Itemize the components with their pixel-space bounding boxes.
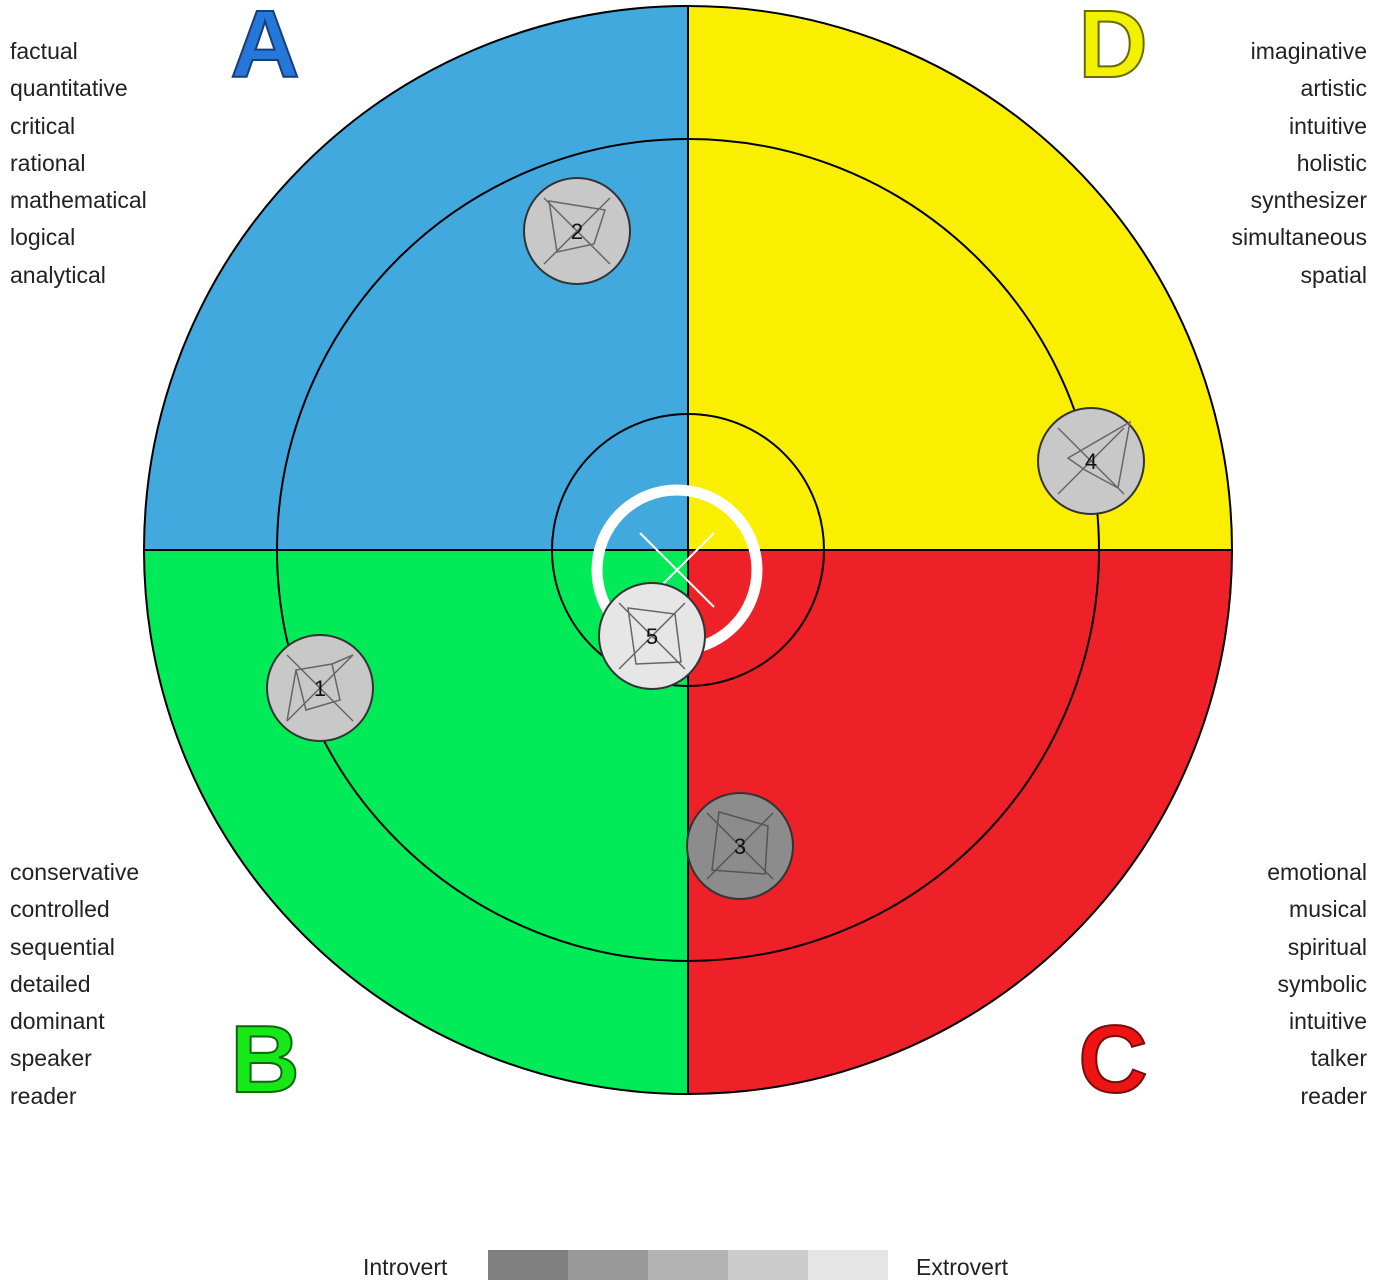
marker-star-shape (286, 654, 354, 722)
quadrant-c-letter: C (1078, 1006, 1147, 1113)
trait-item: reader (10, 1082, 77, 1109)
marker-label: 1 (314, 676, 326, 701)
trait-item: talker (1310, 1045, 1367, 1072)
trait-item: simultaneous (1231, 224, 1367, 251)
trait-item: critical (10, 112, 76, 139)
introvert-extrovert-scale (488, 1250, 888, 1280)
quadrant-d-traits: imaginative artistic intuitive holistic … (1231, 33, 1367, 294)
marker-star-shape (1057, 420, 1132, 495)
trait-item: sequential (10, 933, 115, 960)
scale-swatch-2 (568, 1250, 648, 1280)
marker-label: 2 (571, 219, 583, 244)
trait-item: synthesizer (1250, 187, 1367, 214)
marker-label: 3 (734, 834, 746, 859)
trait-item: intuitive (1289, 1008, 1367, 1035)
marker-3[interactable]: 3 (686, 792, 794, 900)
quadrant-c-traits: emotional musical spiritual symbolic int… (1267, 854, 1367, 1115)
trait-item: quantitative (10, 75, 128, 102)
trait-item: conservative (10, 859, 140, 885)
quadrant-b-traits: conservative controlled sequential detai… (10, 854, 139, 1115)
quadrant-b-letter: B (230, 1006, 299, 1113)
quadrant-d-area (688, 6, 1232, 550)
trait-item: musical (1289, 896, 1367, 923)
trait-item: dominant (10, 1008, 105, 1035)
scale-swatch-4 (728, 1250, 808, 1280)
marker-star-shape (543, 197, 611, 265)
marker-4[interactable]: 4 (1037, 407, 1145, 515)
quadrant-a-area (144, 6, 688, 550)
quadrant-a-traits: factual quantitative critical rational m… (10, 33, 147, 294)
trait-item: spiritual (1287, 933, 1367, 960)
marker-star-shape (618, 602, 686, 670)
quadrant-c-area (688, 550, 1232, 1094)
quadrant-d-letter: D (1078, 0, 1147, 98)
trait-item: detailed (10, 970, 91, 997)
scale-swatch-1 (488, 1250, 568, 1280)
trait-item: reader (1300, 1082, 1367, 1109)
scale-swatch-3 (648, 1250, 728, 1280)
marker-label: 4 (1085, 449, 1097, 474)
trait-item: imaginative (1250, 38, 1367, 64)
marker-5[interactable]: 5 (598, 582, 706, 690)
trait-item: controlled (10, 896, 110, 923)
trait-item: speaker (10, 1045, 92, 1072)
scale-swatch-5 (808, 1250, 888, 1280)
trait-item: emotional (1267, 859, 1367, 885)
trait-item: factual (10, 38, 78, 64)
marker-star-shape (706, 811, 774, 880)
marker-2[interactable]: 2 (523, 177, 631, 285)
trait-item: logical (10, 224, 76, 251)
marker-label: 5 (646, 624, 658, 649)
trait-item: spatial (1300, 261, 1367, 288)
trait-item: analytical (10, 261, 106, 288)
trait-item: symbolic (1277, 970, 1367, 997)
trait-item: artistic (1300, 75, 1367, 102)
legend-introvert-label: Introvert (363, 1254, 448, 1280)
quadrant-a-letter: A (230, 0, 299, 98)
trait-item: intuitive (1289, 112, 1367, 139)
trait-item: rational (10, 149, 86, 176)
legend-extrovert-label: Extrovert (916, 1254, 1009, 1280)
trait-item: mathematical (10, 187, 147, 214)
marker-1[interactable]: 1 (266, 634, 374, 742)
trait-item: holistic (1296, 149, 1367, 176)
